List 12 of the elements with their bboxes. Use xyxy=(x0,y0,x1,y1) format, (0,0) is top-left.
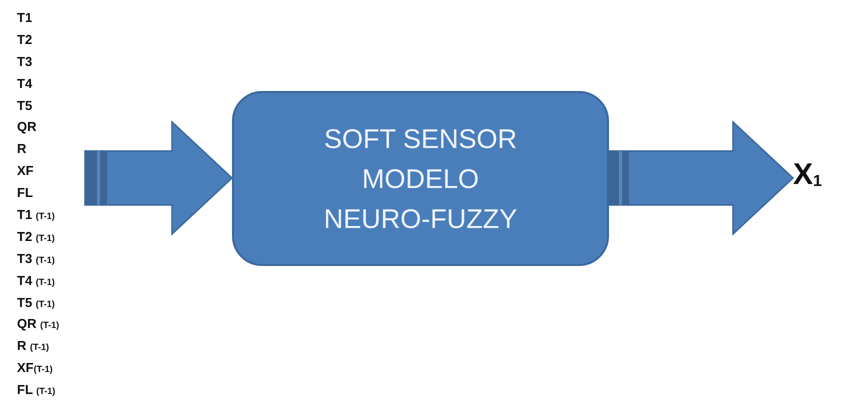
box-text: SOFT SENSOR MODELO NEURO-FUZZY xyxy=(322,122,518,236)
input-variable-label: QR xyxy=(17,118,38,136)
input-variable-label: T5 xyxy=(17,96,34,115)
input-variable-label: T1 xyxy=(17,9,34,27)
process-box xyxy=(232,91,609,266)
input-variable-label: T3 xyxy=(17,52,34,71)
input-variable-label: R xyxy=(17,140,28,158)
input-variable-label: FL xyxy=(17,184,34,202)
output-variable-label: X$_{1}$ xyxy=(793,158,822,191)
input-variable-label: T4 xyxy=(17,74,34,93)
input-variable-label: T2 xyxy=(17,30,34,49)
input-variable-label: XF xyxy=(17,162,35,180)
